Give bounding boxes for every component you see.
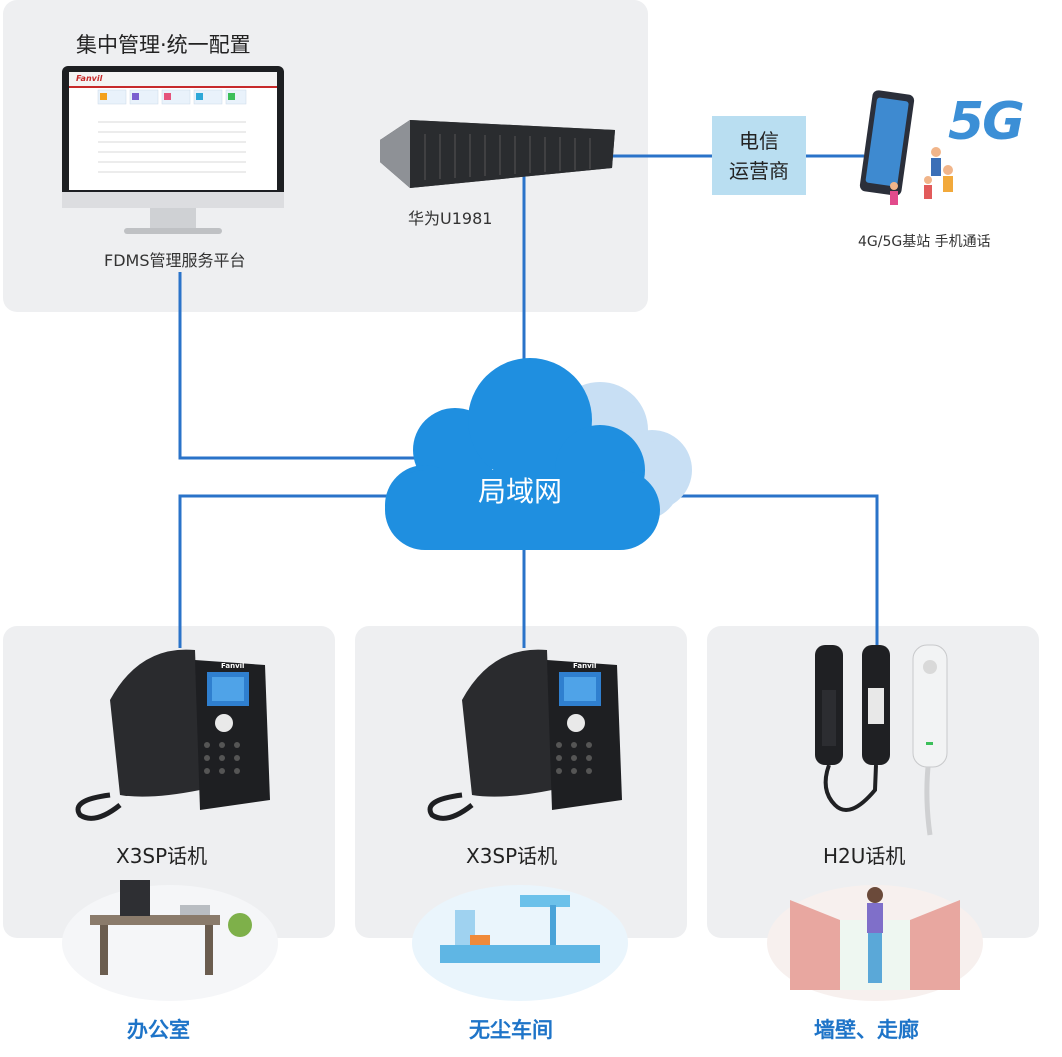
line-cloud-to-device-1 bbox=[178, 494, 420, 648]
mobile-label: 4G/5G基站 手机通话 bbox=[858, 234, 991, 250]
line-monitor-to-cloud bbox=[178, 272, 420, 460]
server-illustration bbox=[380, 120, 615, 188]
monitor-brand-logo: Fanvil bbox=[76, 74, 103, 83]
server-label: 华为U1981 bbox=[408, 209, 493, 228]
mobile-illustration bbox=[859, 90, 953, 205]
device-3-environment: 墙壁、走廊 bbox=[814, 1018, 919, 1042]
5g-badge: 5G bbox=[948, 92, 1025, 152]
office-ellipse bbox=[62, 880, 278, 1001]
cloud-label: 局域网 bbox=[478, 475, 563, 508]
desk-phone-2-illustration bbox=[427, 649, 622, 821]
device-2-brand: Fanvil bbox=[573, 662, 597, 670]
device-2-label: X3SP话机 bbox=[466, 844, 558, 868]
cleanroom-ellipse bbox=[412, 885, 628, 1001]
device-1-brand: Fanvil bbox=[221, 662, 245, 670]
monitor-label: FDMS管理服务平台 bbox=[104, 251, 246, 270]
line-cloud-to-device-3 bbox=[655, 494, 879, 648]
device-1-label: X3SP话机 bbox=[116, 844, 208, 868]
page-title: 集中管理·统一配置 bbox=[76, 33, 251, 57]
carrier-line-1: 电信 bbox=[739, 129, 779, 153]
carrier-box: 电信 运营商 bbox=[712, 116, 806, 195]
lan-cloud bbox=[385, 358, 692, 550]
monitor-illustration bbox=[62, 66, 284, 234]
desk-phone-1-illustration bbox=[75, 649, 270, 821]
wall-phone-illustration bbox=[815, 644, 948, 836]
carrier-line-2: 运营商 bbox=[729, 159, 789, 183]
corridor-ellipse bbox=[767, 885, 983, 1001]
device-1-environment: 办公室 bbox=[127, 1018, 190, 1042]
device-2-environment: 无尘车间 bbox=[469, 1018, 553, 1042]
device-3-label: H2U话机 bbox=[823, 844, 906, 868]
